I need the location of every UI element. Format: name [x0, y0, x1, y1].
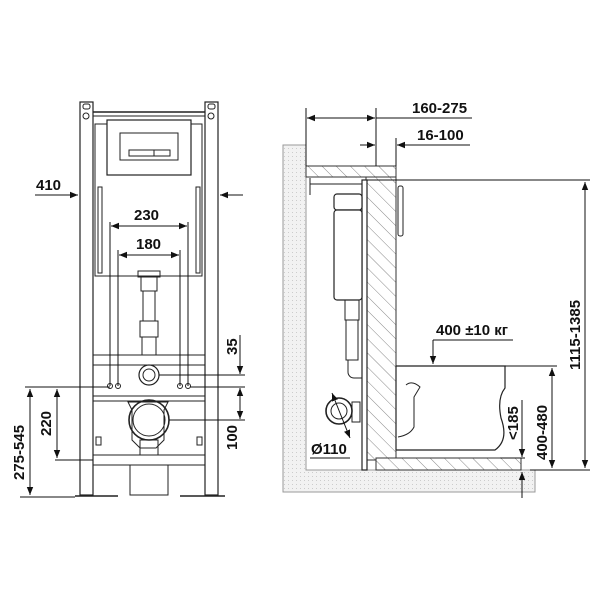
front-dimensions: 410 230 180 35 100 220 275-545: [11, 177, 245, 498]
side-frame: [309, 178, 368, 471]
dim-400-480: 400-480: [534, 405, 551, 460]
dim-35: 35: [224, 338, 241, 355]
flush-pipe: [137, 270, 161, 356]
dim-16-100: 16-100: [417, 127, 464, 144]
frame: [75, 101, 225, 497]
dim-230: 230: [134, 207, 159, 224]
side-view: 160-275 16-100 1115-1385 400-480 <185 40…: [282, 100, 590, 498]
load-rating: 400 ±10 кг: [436, 322, 508, 339]
flush-plate: [106, 119, 192, 176]
dim-275-545: 275-545: [11, 425, 28, 480]
dim-220: 220: [38, 411, 55, 436]
flush-button-connector: [138, 364, 160, 386]
dim-1115-1385: 1115-1385: [567, 300, 584, 370]
side-cistern: [333, 185, 404, 379]
wall-finish: [305, 165, 522, 471]
dim-drain-diameter: Ø110: [311, 441, 347, 458]
side-dimensions: 160-275 16-100 1115-1385 400-480 <185 40…: [305, 100, 590, 498]
dim-185: <185: [505, 406, 522, 440]
dim-180: 180: [136, 236, 161, 253]
dim-160-275: 160-275: [412, 100, 467, 117]
front-view: 410 230 180 35 100 220 275-545: [11, 101, 245, 498]
dim-100: 100: [224, 425, 241, 450]
drain-outlet: [127, 399, 170, 456]
dim-410: 410: [36, 177, 61, 194]
toilet-bowl: [395, 365, 506, 451]
